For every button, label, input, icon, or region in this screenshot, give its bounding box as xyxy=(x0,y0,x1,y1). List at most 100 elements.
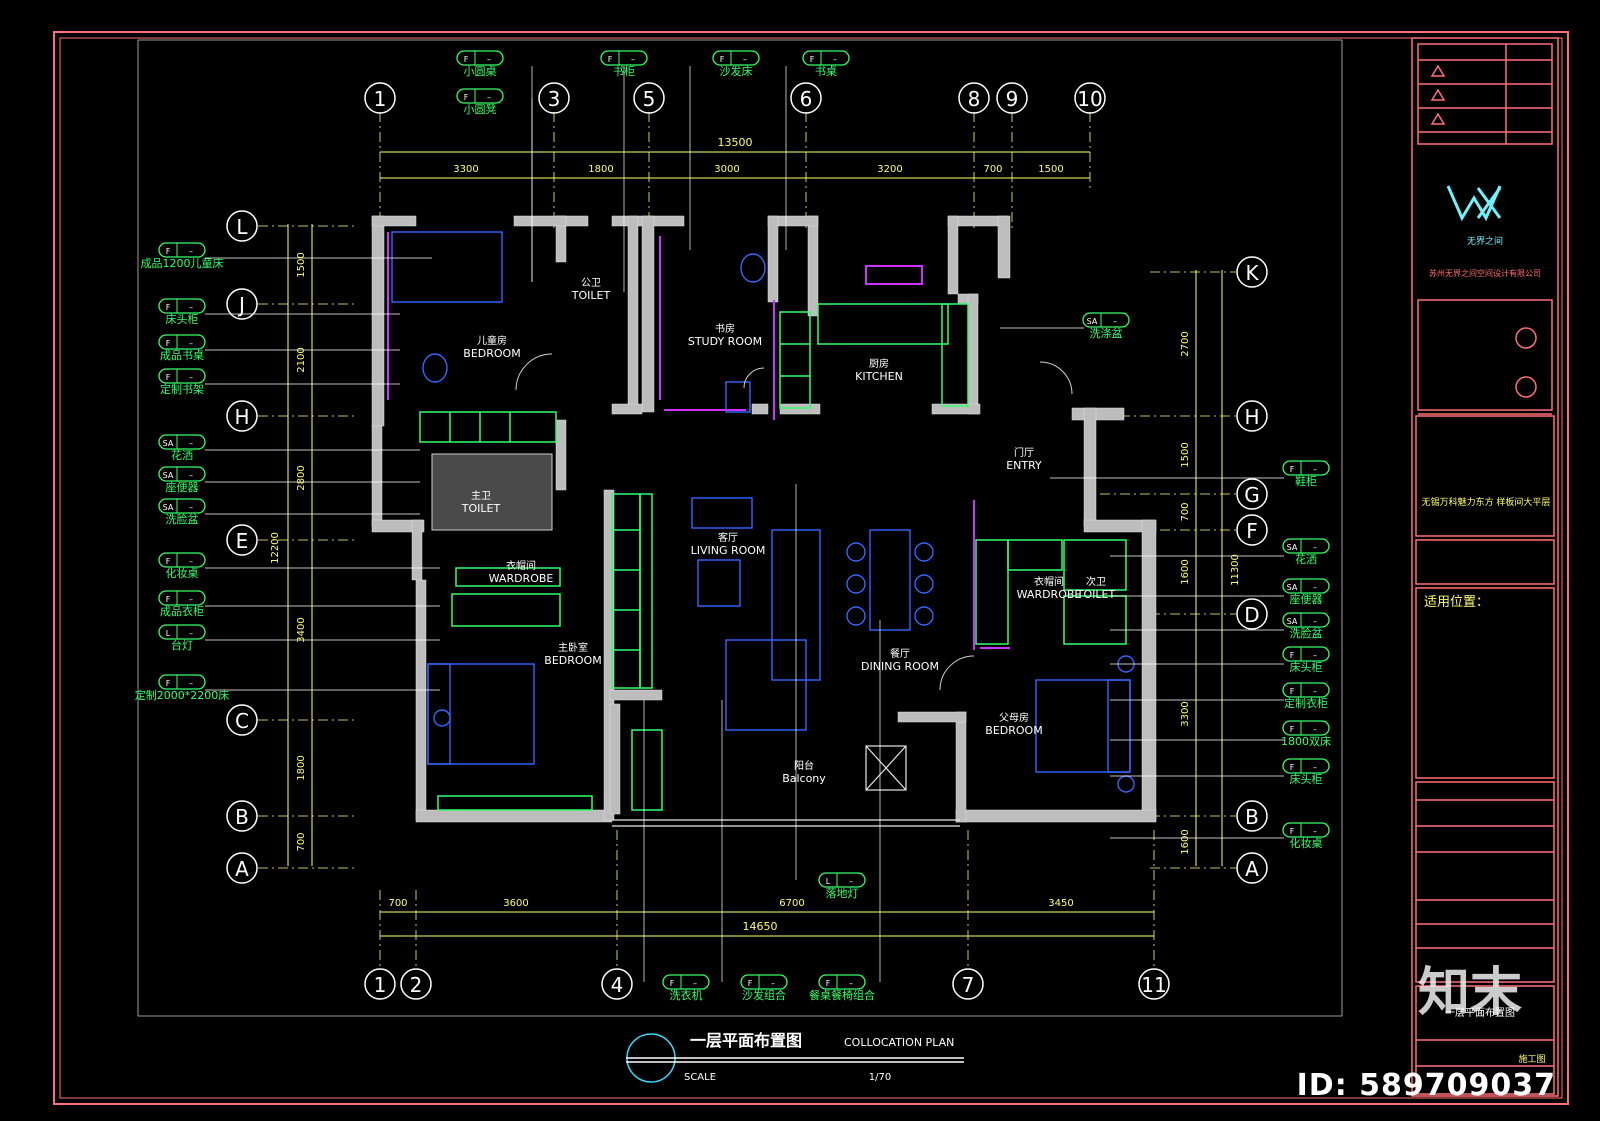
top-axis-bubble-label: 3 xyxy=(548,87,561,111)
leader-lines xyxy=(205,66,1284,982)
callout-right xyxy=(1282,612,1330,628)
callout-top-dash: – xyxy=(743,55,747,64)
callout-bottom-code: L xyxy=(826,877,831,886)
dimension-top-segment: 3300 xyxy=(453,164,478,175)
company-logo-icon xyxy=(1446,185,1502,222)
dimension-right-segment: 3300 xyxy=(1180,701,1191,726)
callout-left-dash: – xyxy=(189,595,193,604)
left-axis-bubble-label: A xyxy=(235,857,249,881)
callout-left xyxy=(158,466,206,482)
room-label-cn: 门厅 xyxy=(1014,446,1034,459)
left-axis-bubble-label: H xyxy=(234,405,249,429)
left-axis-bubble-label: B xyxy=(235,805,249,829)
dimension-right-segment: 1500 xyxy=(1180,442,1191,467)
title-block-usage: 适用位置： xyxy=(1424,595,1489,610)
callout-right-code: F xyxy=(1290,465,1295,474)
left-axis-bubble-label: E xyxy=(236,529,249,553)
callout-top-dash: – xyxy=(631,55,635,64)
callout-right-text: 定制衣柜 xyxy=(1284,696,1328,710)
callout-top-dash: – xyxy=(833,55,837,64)
dimension-left-segment: 700 xyxy=(296,832,307,851)
callout-right xyxy=(1282,720,1330,736)
callout-top xyxy=(456,50,504,66)
callout-top-text: 小圆桌 xyxy=(464,65,497,78)
callout-right-dash: – xyxy=(1313,465,1317,474)
title-block-stage: 施工图 xyxy=(1518,1053,1545,1065)
callout-right-dash: – xyxy=(1313,687,1317,696)
callout-top-dash: – xyxy=(487,55,491,64)
callout-right xyxy=(1282,822,1330,838)
callout-top-dash: – xyxy=(487,93,491,102)
right-axis-bubble xyxy=(1236,514,1268,546)
callout-left xyxy=(158,242,206,258)
room-label-cn: 父母房 xyxy=(999,711,1029,724)
callout-bottom-code: F xyxy=(748,979,753,988)
callout-left-dash: – xyxy=(189,339,193,348)
left-axis-bubble-label: L xyxy=(236,215,248,239)
room-label-en: STUDY ROOM xyxy=(688,335,762,348)
callout-left-dash: – xyxy=(189,503,193,512)
title-block-company-short: 无界之间 xyxy=(1467,235,1503,247)
room-label-cn: 儿童房 xyxy=(477,334,507,347)
callout-left-code: F xyxy=(166,247,171,256)
right-axis-bubble xyxy=(1236,256,1268,288)
callout-left-dash: – xyxy=(189,629,193,638)
callout-right-dash: – xyxy=(1313,763,1317,772)
right-axis-bubble-label: H xyxy=(1244,405,1259,429)
callout-left xyxy=(158,434,206,450)
callout-left-code: F xyxy=(166,303,171,312)
bottom-axis-bubble xyxy=(1138,968,1170,1000)
walls xyxy=(371,215,1157,823)
callout-right-dash: – xyxy=(1313,827,1317,836)
callout-left xyxy=(158,674,206,690)
right-axis-bubble-label: F xyxy=(1246,519,1258,543)
callout-right xyxy=(1282,538,1330,554)
callout-right-code: F xyxy=(1290,763,1295,772)
callout-left-dash: – xyxy=(189,439,193,448)
callout-right-text: 1800双床 xyxy=(1281,734,1331,748)
dimension-top-segment: 700 xyxy=(983,164,1002,175)
dimension-left-segment: 3400 xyxy=(296,617,307,642)
left-axis-bubble xyxy=(226,704,258,736)
callout-right-text: 洗脸盆 xyxy=(1290,626,1323,640)
top-axis-bubble-label: 1 xyxy=(374,87,387,111)
callout-bottom-text: 餐桌餐椅组合 xyxy=(809,988,875,1002)
callout-left-code: F xyxy=(166,557,171,566)
room-label-en: BEDROOM xyxy=(985,724,1042,737)
room-label-en: TOILET xyxy=(461,502,501,515)
bottom-axis-bubble-label: 2 xyxy=(410,973,423,997)
callout-left-code: L xyxy=(166,629,171,638)
callout-right-text: 鞋柜 xyxy=(1295,474,1317,488)
callout-left-dash: – xyxy=(189,471,193,480)
dimension-bottom-segment: 6700 xyxy=(779,898,804,909)
image-id-stamp: ID: 589709037 xyxy=(1296,1068,1556,1103)
dimension-left-segment: 1500 xyxy=(296,252,307,277)
right-axis-bubble-label: B xyxy=(1245,805,1259,829)
callout-right-code: SA xyxy=(1287,543,1298,552)
callout-right xyxy=(1282,682,1330,698)
title-block-project: 无锡万科魅力东方 样板间大平层 xyxy=(1422,496,1551,508)
callout-bottom-code: F xyxy=(826,979,831,988)
right-axis-bubble xyxy=(1236,478,1268,510)
room-label-en: BEDROOM xyxy=(463,347,520,360)
callout-left-code: SA xyxy=(163,471,174,480)
room-label-cn: 书房 xyxy=(715,322,735,335)
callout-left-text: 洗脸盆 xyxy=(166,512,199,526)
callout-right-text: 化妆桌 xyxy=(1290,836,1323,850)
callout-bottom xyxy=(662,974,710,990)
top-axis-bubble xyxy=(790,82,822,114)
callout-top xyxy=(712,50,760,66)
dimension-left-segment: 1800 xyxy=(296,755,307,780)
callout-bottom-dash: – xyxy=(771,979,775,988)
callout-left-dash: – xyxy=(189,679,193,688)
dimension-bottom-segment: 3450 xyxy=(1048,898,1073,909)
callout-top xyxy=(456,88,504,104)
callout-left-text: 成品衣柜 xyxy=(160,604,204,618)
dimension-right-segment: 700 xyxy=(1180,502,1191,521)
warning-triangle-icons xyxy=(1430,64,1446,125)
bottom-axis-bubble-label: 11 xyxy=(1141,973,1166,997)
room-label-cn: 阳台 xyxy=(794,759,814,772)
room-label-en: TOILET xyxy=(571,289,611,302)
left-axis-bubble-label: C xyxy=(235,709,249,733)
callout-top xyxy=(600,50,648,66)
